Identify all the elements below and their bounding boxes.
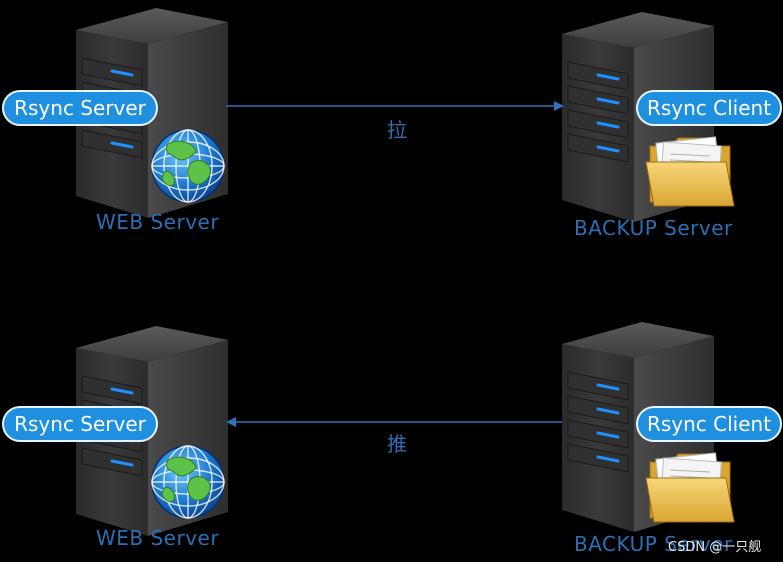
server-title-backup-bottom: BACKUP Server [574,532,733,556]
watermark: CSDN @一只舰 [668,540,762,555]
pull-label: 拉 [387,118,407,142]
folder-icon [645,452,735,523]
server-title-backup-top: BACKUP Server [574,216,733,240]
folder-icon [645,136,735,207]
globe-icon [151,445,225,519]
role-pill-web-top: Rsync Server [2,90,158,126]
server-title-web-top: WEB Server [96,210,220,234]
globe-icon [151,129,225,203]
role-pill-backup-bottom: Rsync Client [636,406,782,442]
role-pill-web-bottom: Rsync Server [2,406,158,442]
role-pill-backup-top: Rsync Client [636,90,782,126]
push-label: 推 [387,432,407,456]
server-title-web-bottom: WEB Server [96,526,220,550]
